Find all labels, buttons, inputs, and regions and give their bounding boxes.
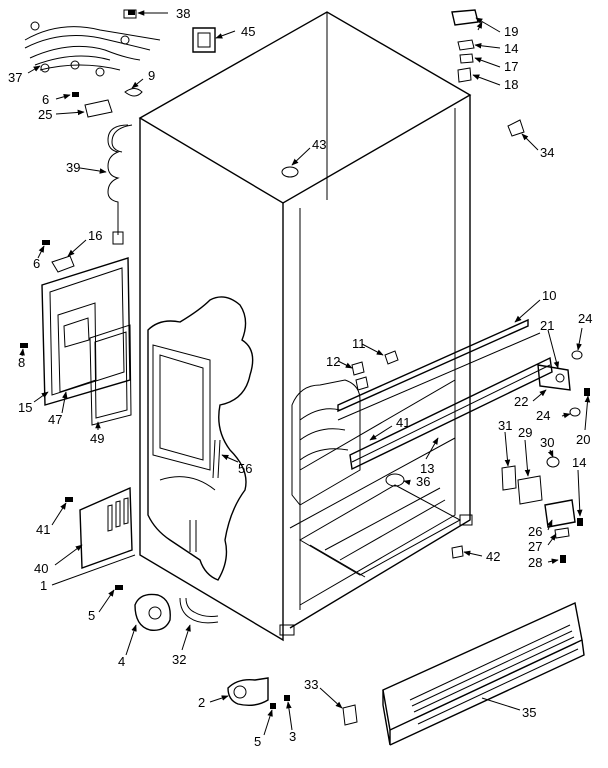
label-19: 19 [504, 24, 518, 39]
label-22: 22 [514, 394, 528, 409]
part-labels: 38 45 37 9 6 25 39 16 6 8 15 47 49 41 40… [8, 6, 592, 749]
label-13: 13 [420, 461, 434, 476]
label-49: 49 [90, 431, 104, 446]
label-27: 27 [528, 539, 542, 554]
label-28: 28 [528, 555, 542, 570]
label-5a: 5 [88, 608, 95, 623]
label-41a: 41 [36, 522, 50, 537]
label-47: 47 [48, 412, 62, 427]
label-9: 9 [148, 68, 155, 83]
toe-grille [382, 601, 585, 746]
label-40: 40 [34, 561, 48, 576]
label-25: 25 [38, 107, 52, 122]
label-17: 17 [504, 59, 518, 74]
label-11: 11 [352, 336, 366, 351]
wiring-harness [24, 9, 161, 77]
label-14b: 14 [572, 455, 586, 470]
label-34: 34 [540, 145, 554, 160]
label-33: 33 [304, 677, 318, 692]
label-15: 15 [18, 400, 32, 415]
label-5b: 5 [254, 734, 261, 749]
label-6a: 6 [42, 92, 49, 107]
label-18: 18 [504, 77, 518, 92]
divider-rails [337, 318, 553, 471]
label-4: 4 [118, 654, 125, 669]
label-21: 21 [540, 318, 554, 333]
label-45: 45 [241, 24, 255, 39]
label-8: 8 [18, 355, 25, 370]
label-2: 2 [198, 695, 205, 710]
label-29: 29 [518, 425, 532, 440]
label-30: 30 [540, 435, 554, 450]
label-31: 31 [498, 418, 512, 433]
label-36: 36 [416, 474, 430, 489]
label-41b: 41 [396, 415, 410, 430]
label-12: 12 [326, 354, 340, 369]
label-6b: 6 [33, 256, 40, 271]
label-24b: 24 [536, 408, 550, 423]
label-37: 37 [8, 70, 22, 85]
label-14a: 14 [504, 41, 518, 56]
label-26: 26 [528, 524, 542, 539]
label-42: 42 [486, 549, 500, 564]
cabinet [138, 11, 473, 642]
label-43: 43 [312, 137, 326, 152]
label-3: 3 [289, 729, 296, 744]
leader-lines [19, 10, 591, 736]
cutaway-section [147, 296, 254, 581]
label-16: 16 [88, 228, 102, 243]
label-35: 35 [522, 705, 536, 720]
label-1: 1 [40, 578, 47, 593]
label-20: 20 [576, 432, 590, 447]
label-10: 10 [542, 288, 556, 303]
label-39: 39 [66, 160, 80, 175]
evaporator-housing [291, 379, 361, 506]
label-56: 56 [238, 461, 252, 476]
left-parts [20, 10, 290, 709]
label-32: 32 [172, 652, 186, 667]
label-24a: 24 [578, 311, 592, 326]
label-38: 38 [176, 6, 190, 21]
